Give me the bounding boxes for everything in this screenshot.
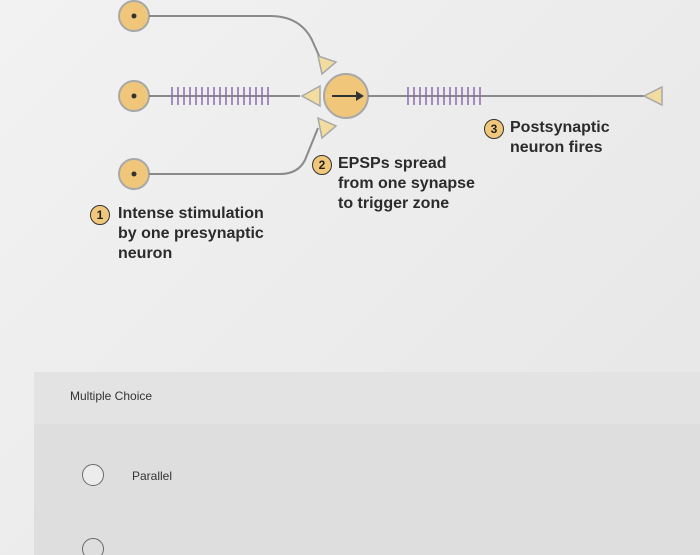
- question-panel: Multiple Choice Parallel: [34, 372, 700, 555]
- answer-option-parallel[interactable]: Parallel: [82, 462, 382, 492]
- presynaptic-neuron-middle: [118, 80, 150, 112]
- step-3-line-2: neuron fires: [510, 139, 603, 156]
- synaptic-terminal-bottom: [316, 116, 338, 140]
- step-3-badge: 3: [484, 119, 504, 139]
- synaptic-terminal-middle: [300, 84, 321, 108]
- step-1-line-3: neuron: [118, 245, 173, 262]
- axon-bottom: [149, 127, 319, 175]
- step-2-label: EPSPs spread from one synapse to trigger…: [338, 154, 475, 214]
- presynaptic-neuron-top: [118, 0, 150, 32]
- axon-terminal-end: [642, 85, 663, 107]
- step-2-line-1: EPSPs spread: [338, 155, 447, 172]
- question-header: Multiple Choice: [34, 372, 700, 424]
- step-1-line-1: Intense stimulation: [118, 205, 264, 222]
- presynaptic-neuron-bottom: [118, 158, 150, 190]
- step-3-label: Postsynaptic neuron fires: [510, 118, 610, 158]
- postsynaptic-neuron: [323, 73, 369, 119]
- question-type-label: Multiple Choice: [70, 389, 153, 403]
- step-2-line-3: to trigger zone: [338, 195, 450, 212]
- step-1-label: Intense stimulation by one presynaptic n…: [118, 204, 264, 264]
- step-2-badge: 2: [312, 155, 332, 175]
- step-1-line-2: by one presynaptic: [118, 225, 264, 242]
- step-3-line-1: Postsynaptic: [510, 119, 610, 136]
- axon-top: [149, 15, 321, 59]
- radio-button-next-option[interactable]: [82, 538, 104, 555]
- synaptic-terminal-top: [316, 54, 338, 76]
- diagram-svg: [118, 0, 663, 190]
- action-potential-ticks-presynaptic: [171, 87, 269, 105]
- step-2-line-2: from one synapse: [338, 175, 475, 192]
- radio-button[interactable]: [82, 464, 104, 486]
- neuron-diagram: 1 Intense stimulation by one presynaptic…: [90, 0, 663, 264]
- step-1-badge: 1: [90, 205, 110, 225]
- answer-option-label: Parallel: [132, 469, 173, 483]
- action-potential-ticks-postsynaptic: [407, 87, 481, 105]
